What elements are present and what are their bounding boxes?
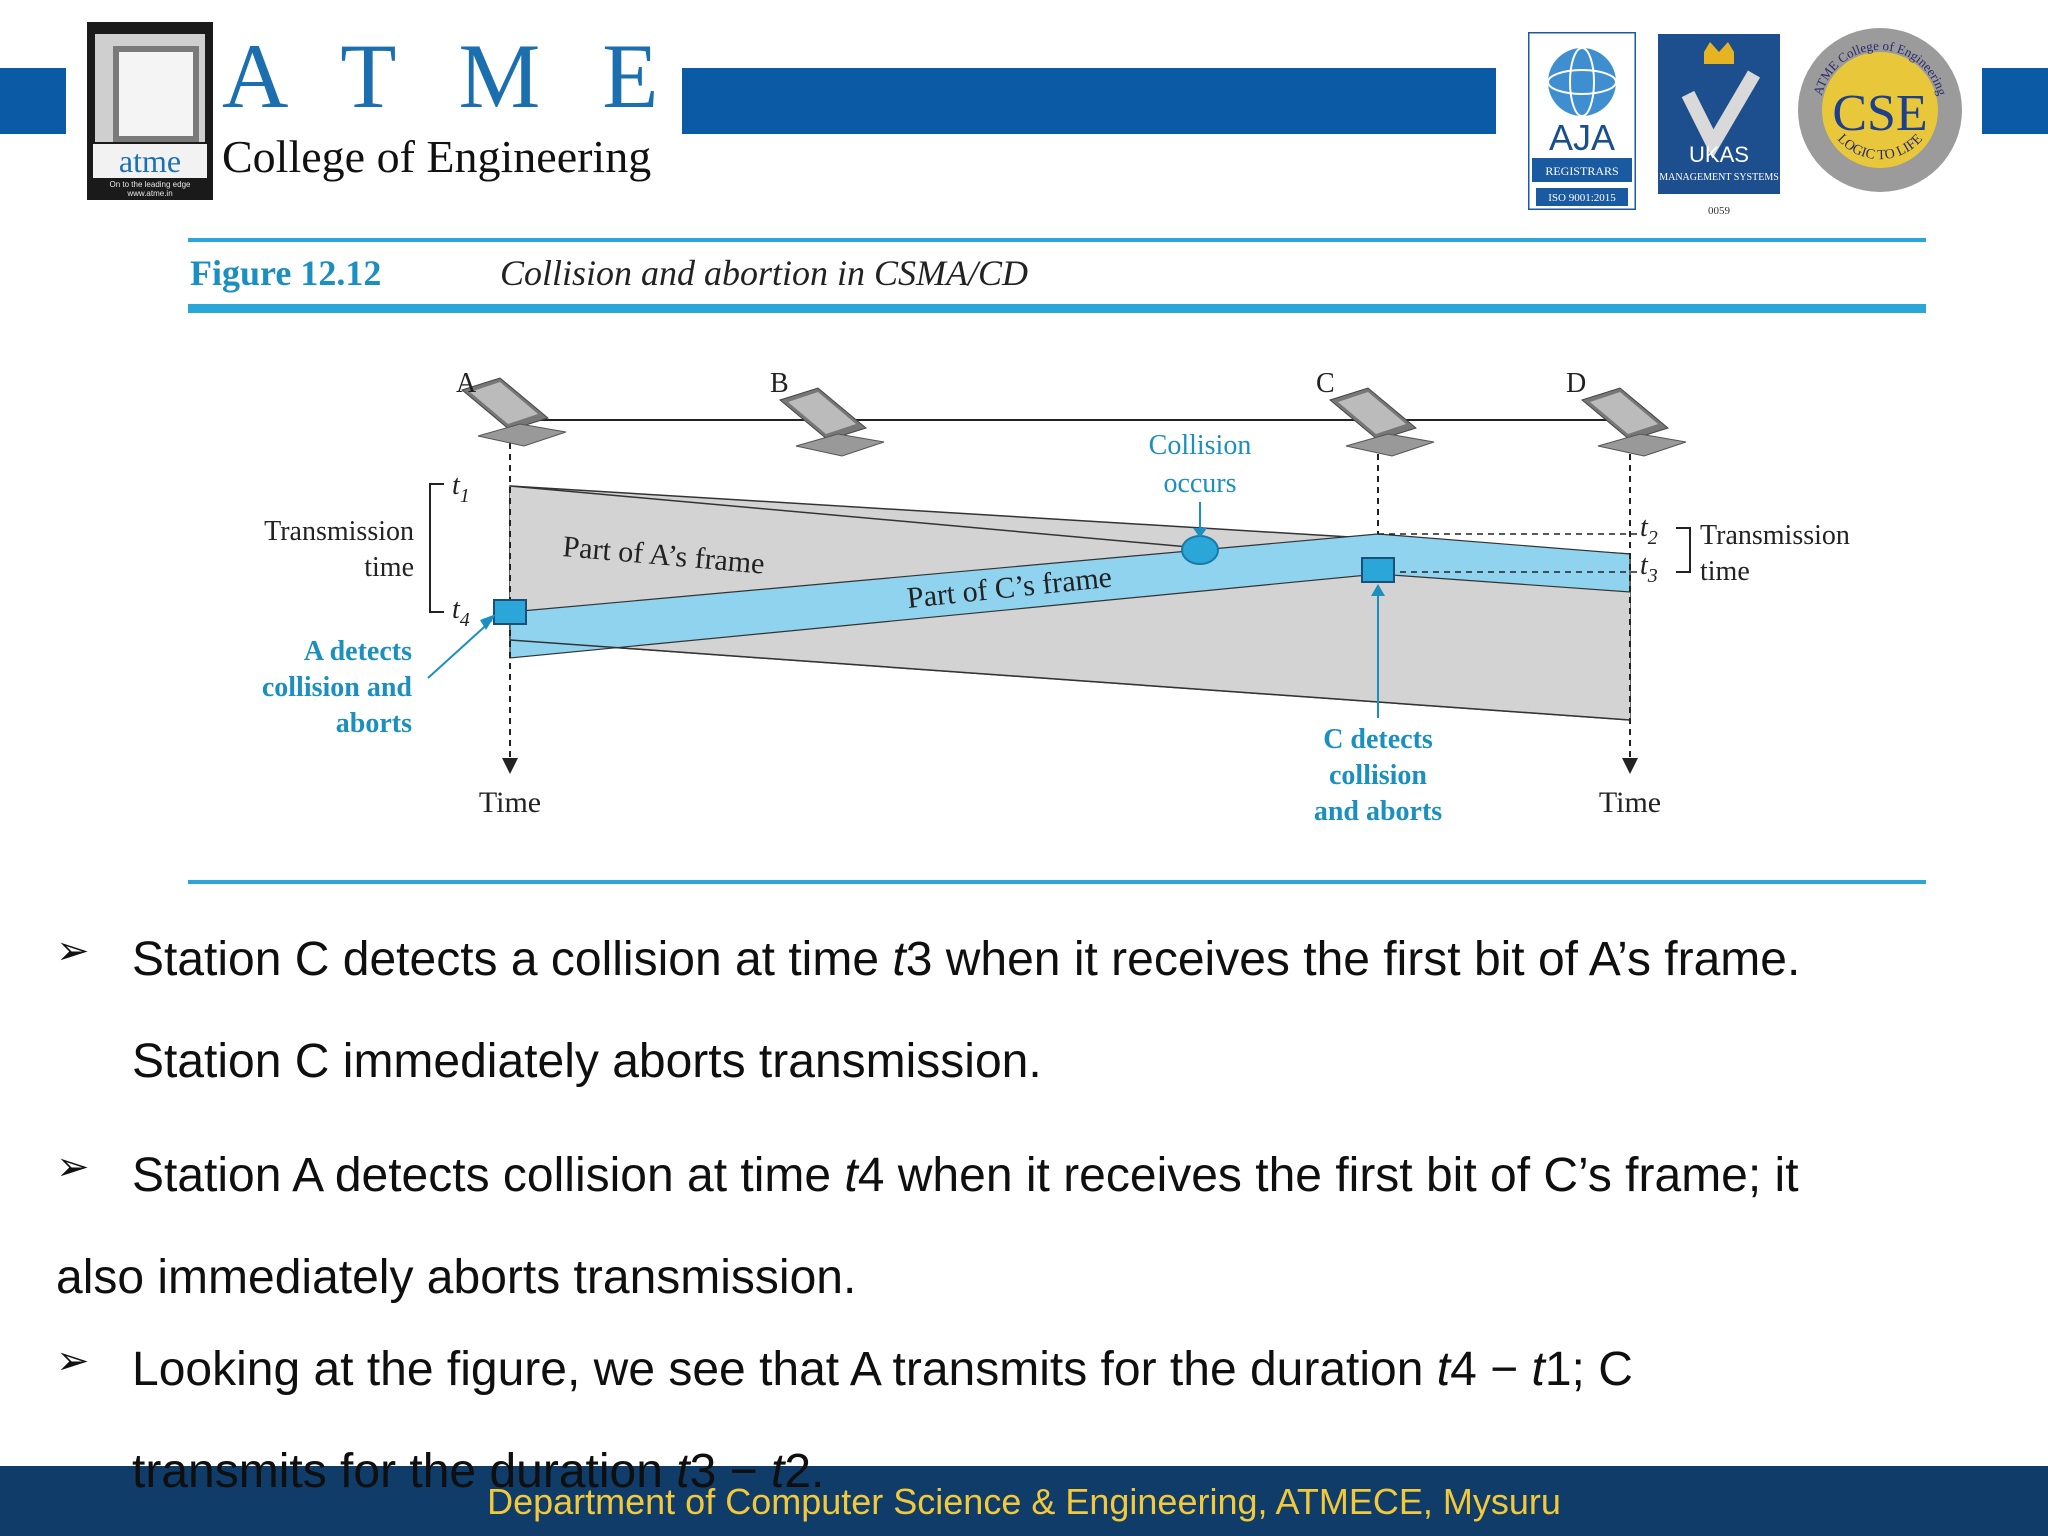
time-arrow-d-icon	[1622, 758, 1638, 774]
bullet-1-line-2: Station C immediately aborts transmissio…	[132, 1034, 1042, 1090]
bullet-3-line-1: Looking at the figure, we see that A tra…	[132, 1342, 1633, 1398]
station-a-label: A	[456, 368, 477, 399]
t1-label: t1	[452, 470, 470, 507]
t2-label: t2	[1640, 512, 1658, 549]
c-detects-3: and aborts	[1314, 796, 1442, 827]
tx-left-2: time	[364, 552, 414, 583]
tx-left-1: Transmission	[264, 516, 414, 547]
laptop-a-icon	[462, 378, 566, 446]
footer-text: Department of Computer Science & Enginee…	[0, 1482, 2048, 1522]
bullet-2-line-2: also immediately aborts transmission.	[56, 1250, 856, 1306]
station-d-label: D	[1566, 368, 1586, 399]
collision-label-2: occurs	[1163, 468, 1236, 499]
tx-right-2: time	[1700, 556, 1750, 587]
csma-cd-diagram: A B C D Collision occurs Part of A’s fra…	[0, 0, 2048, 900]
right-bracket	[1676, 528, 1690, 572]
figure-bottom-rule	[188, 880, 1926, 884]
a-detect-square	[494, 600, 526, 624]
left-bracket	[430, 484, 444, 612]
time-right-label: Time	[1599, 786, 1661, 819]
t3-label: t3	[1640, 550, 1658, 587]
c-detect-square	[1362, 558, 1394, 582]
t4-label: t4	[452, 594, 470, 631]
laptop-c-icon	[1330, 388, 1434, 456]
bullet-2-line-1: Station A detects collision at time t4 w…	[132, 1148, 1799, 1204]
tx-right-1: Transmission	[1700, 520, 1850, 551]
laptop-b-icon	[780, 388, 884, 456]
time-arrow-a-icon	[502, 758, 518, 774]
c-detects-2: collision	[1329, 760, 1427, 791]
bullet-1-line-1: Station C detects a collision at time t3…	[132, 932, 1800, 988]
time-left-label: Time	[479, 786, 541, 819]
a-detects-2: collision and	[262, 672, 413, 703]
bullet-arrow-icon-3: ➢	[56, 1338, 90, 1384]
c-detects-1: C detects	[1323, 724, 1433, 755]
a-detects-1: A detects	[304, 636, 412, 667]
collision-label-1: Collision	[1149, 430, 1252, 461]
bullet-arrow-icon-1: ➢	[56, 928, 90, 974]
station-c-label: C	[1316, 368, 1335, 399]
a-detects-3: aborts	[336, 708, 412, 739]
laptop-d-icon	[1582, 388, 1686, 456]
collision-marker-icon	[1182, 536, 1218, 564]
station-b-label: B	[770, 368, 789, 399]
bullet-arrow-icon-2: ➢	[56, 1144, 90, 1190]
